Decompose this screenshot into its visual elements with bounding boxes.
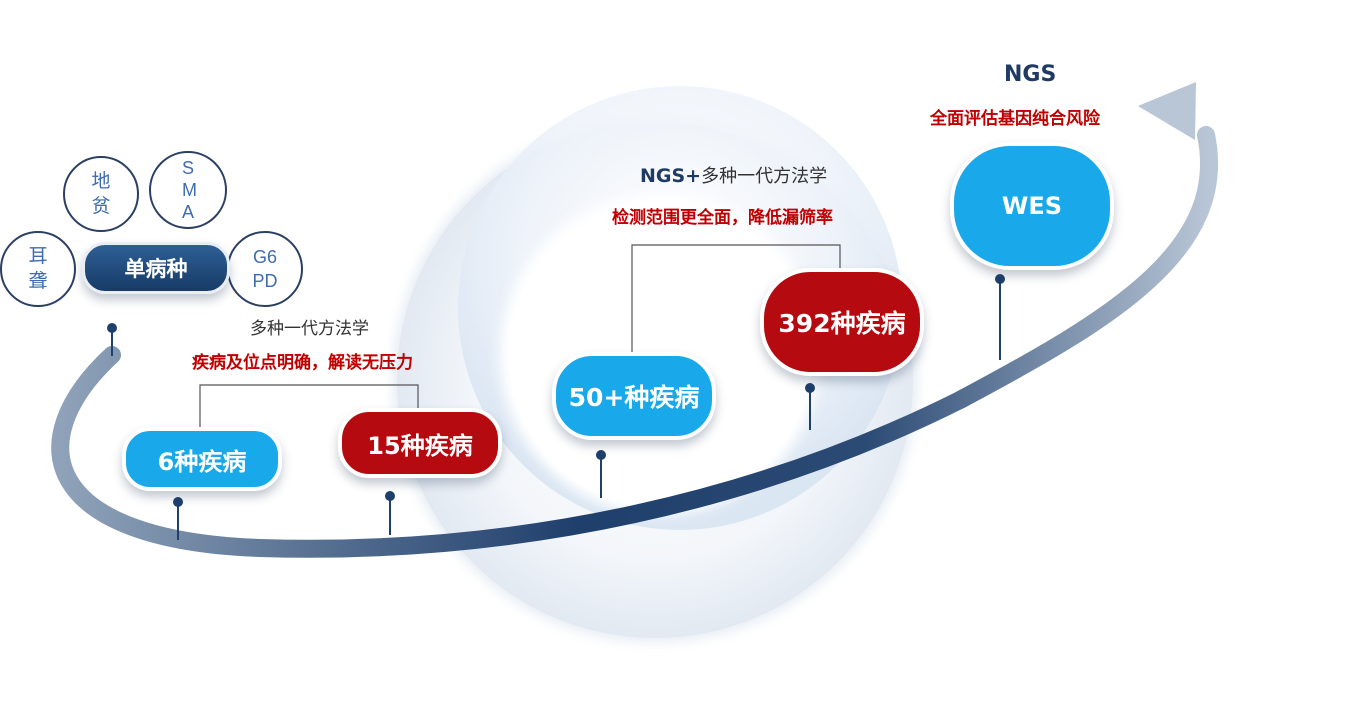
pill-50-diseases-label: 50+种疾病 (568, 383, 700, 412)
pill-6-diseases: 6种疾病 (122, 427, 282, 491)
stage2-title: NGS+多种一代方法学 (640, 162, 827, 188)
tag-deafness-label: 耳聋 (28, 245, 48, 292)
pill-392-diseases-label: 392种疾病 (778, 309, 906, 338)
pill-6-diseases-label: 6种疾病 (157, 447, 247, 476)
stage2-title-prefix: NGS+ (640, 165, 702, 187)
stage1-subtitle: 疾病及位点明确，解读无压力 (192, 353, 413, 373)
stage2-title-suffix: 多种一代方法学 (701, 166, 828, 187)
pill-wes: WES (950, 142, 1114, 270)
tag-g6pd-label: G6PD (252, 247, 278, 291)
stage1-bracket (199, 384, 419, 430)
arc-arrowhead-icon (1138, 82, 1196, 140)
pin-15 (385, 491, 395, 501)
pill-392-diseases: 392种疾病 (760, 268, 924, 376)
stage2-subtitle: 检测范围更全面，降低漏筛率 (612, 208, 833, 228)
stage1-title: 多种一代方法学 (250, 319, 369, 339)
pin-392 (805, 383, 815, 393)
tag-thalassemia: 地贫 (63, 156, 139, 232)
stage2-bracket (631, 244, 841, 352)
tag-g6pd: G6PD (227, 231, 303, 307)
stage3-subtitle: 全面评估基因纯合风险 (930, 109, 1100, 129)
tag-sma-label: SMA (182, 158, 197, 222)
single-disease-label: 单病种 (124, 257, 188, 281)
pill-15-diseases: 15种疾病 (338, 408, 502, 478)
pill-50-diseases: 50+种疾病 (552, 352, 716, 440)
pill-15-diseases-label: 15种疾病 (367, 431, 473, 460)
pill-wes-label: WES (1001, 192, 1063, 220)
pin-start (107, 323, 117, 333)
single-disease-pill: 单病种 (82, 242, 230, 294)
stage3-title: NGS (1004, 62, 1057, 87)
tag-sma: SMA (149, 151, 227, 229)
tag-deafness: 耳聋 (0, 231, 76, 307)
pin-wes (995, 274, 1005, 284)
progress-arc (51, 126, 1219, 558)
tag-thalassemia-label: 地贫 (91, 170, 111, 217)
pin-6 (173, 497, 183, 507)
pin-50 (596, 450, 606, 460)
